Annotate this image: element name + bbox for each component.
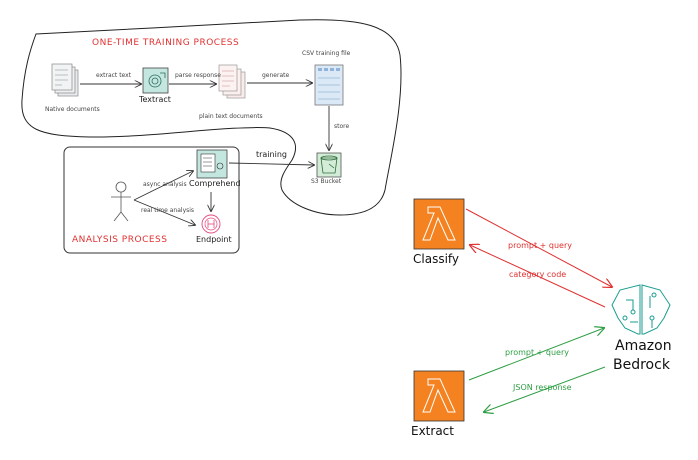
- node-label-s3-bucket: S3 Bucket: [311, 178, 342, 185]
- arrow-classify-prompt: [465, 208, 612, 287]
- arrow-json-response: [484, 366, 606, 412]
- edge-label-generate: generate: [262, 72, 290, 79]
- s3-bucket-icon: [316, 152, 342, 178]
- textract-icon: [142, 67, 169, 94]
- analysis-process-box: [63, 146, 240, 254]
- edge-label-async-analysis: async analysis: [143, 181, 187, 188]
- arrow-async-analysis: [133, 171, 193, 201]
- edge-label-real-time-analysis: real time analysis: [141, 207, 195, 214]
- node-label-extract: Extract: [411, 424, 454, 438]
- arrow-real-time-analysis: [133, 199, 195, 225]
- bedrock-brain-icon: [611, 284, 671, 335]
- user-actor-icon: [111, 181, 131, 222]
- training-process-title: ONE-TIME TRAINING PROCESS: [92, 38, 240, 48]
- node-label-native-documents: Native documents: [45, 106, 100, 113]
- native-documents-icon: [51, 63, 79, 97]
- edge-label-category-code: category code: [509, 270, 567, 279]
- plain-text-documents-icon: [218, 64, 246, 99]
- analysis-process-title: ANALYSIS PROCESS: [72, 235, 168, 245]
- edge-label-parse-response: parse response: [175, 72, 221, 79]
- arrow-extract-prompt: [468, 328, 604, 381]
- edge-label-store: store: [334, 123, 350, 130]
- arrow-category-code: [470, 245, 606, 308]
- node-label-bedrock-line1: Amazon: [615, 338, 672, 354]
- csv-file-icon: [314, 64, 344, 106]
- edge-label-classify-prompt: prompt + query: [508, 241, 572, 250]
- node-label-classify: Classify: [413, 252, 460, 266]
- edge-label-extract-text: extract text: [96, 72, 132, 79]
- extract-lambda-icon: [413, 370, 465, 422]
- arrow-training: [228, 163, 314, 165]
- training-process-boundary: [21, 19, 402, 216]
- edge-label-extract-prompt: prompt + query: [505, 348, 569, 357]
- node-label-comprehend: Comprehend: [189, 179, 241, 188]
- comprehend-icon: [196, 149, 228, 179]
- node-label-textract: Textract: [139, 95, 171, 104]
- node-label-plain-text-documents: plain text documents: [199, 113, 263, 120]
- node-label-endpoint: Endpoint: [196, 235, 232, 244]
- endpoint-icon: [201, 214, 221, 234]
- classify-lambda-icon: [413, 198, 465, 250]
- edge-label-json-response: JSON response: [513, 383, 572, 392]
- edge-label-training: training: [256, 150, 287, 159]
- node-label-csv-training-file: CSV training file: [302, 50, 351, 57]
- node-label-bedrock-line2: Bedrock: [613, 357, 670, 373]
